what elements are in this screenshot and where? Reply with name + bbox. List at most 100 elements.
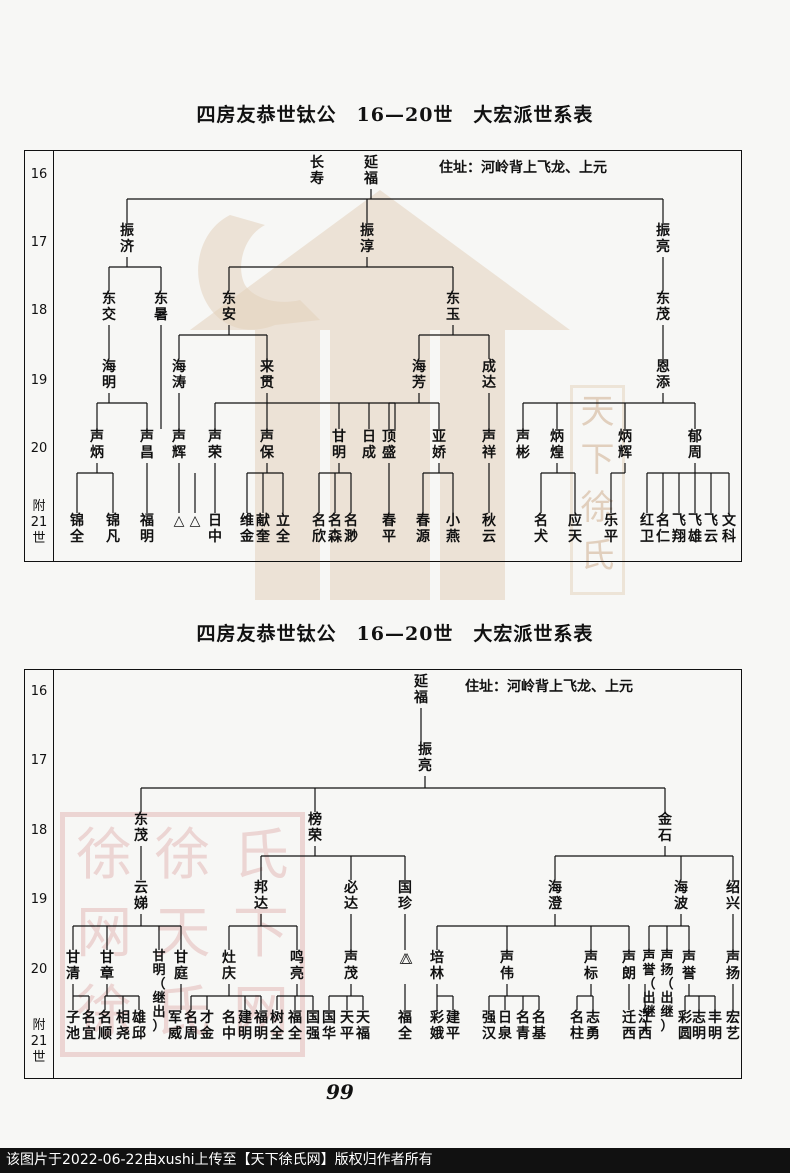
- person-g20-10: 声伟: [500, 950, 514, 982]
- address-label: 住址：河岭背上飞龙、上元: [465, 679, 633, 695]
- person-g21-2: 福明: [140, 513, 154, 545]
- person-g21-5: 日中: [208, 513, 222, 545]
- person-g21-14: 国华: [322, 1010, 336, 1042]
- person-g21-15: 秋云: [482, 513, 496, 545]
- person-g18-0: 东茂: [134, 812, 148, 844]
- person-g20-14: 声扬（出继）: [660, 949, 674, 1034]
- page-number: 99: [326, 1080, 354, 1104]
- person-g16-0: 延福: [414, 674, 428, 706]
- person-g21-10: 福明: [254, 1010, 268, 1042]
- generation-label: 20: [30, 962, 48, 977]
- person-g20-15: 声誉: [682, 950, 696, 982]
- person-g19-3: 国珍: [398, 880, 412, 912]
- person-g21-27: 江西: [638, 1010, 652, 1042]
- person-g21-19: 红卫: [640, 513, 654, 545]
- generation-label: 16: [30, 684, 48, 699]
- person-g21-17: 应天: [568, 513, 582, 545]
- person-g20-4: 声保: [260, 429, 274, 461]
- person-g21-31: 宏艺: [726, 1010, 740, 1042]
- person-g21-22: 飞雄: [688, 513, 702, 545]
- person-g18-2: 东安: [222, 291, 236, 323]
- person-g20-8: △: [401, 950, 413, 966]
- person-g21-1: 锦凡: [106, 513, 120, 545]
- address-label: 住址：河岭背上飞龙、上元: [439, 160, 607, 176]
- person-g19-3: 海芳: [412, 359, 426, 391]
- person-g20-10: 声彬: [516, 429, 530, 461]
- person-g19-4: 海澄: [548, 880, 562, 912]
- person-g17-0: 振济: [120, 223, 134, 255]
- person-g19-2: 必达: [344, 880, 358, 912]
- person-g20-16: 声扬: [726, 950, 740, 982]
- person-g21-19: 建平: [446, 1010, 460, 1042]
- generation-label: 19: [30, 373, 48, 388]
- person-g21-2: 名顺: [98, 1010, 112, 1042]
- person-g21-24: 文科: [722, 513, 736, 545]
- person-g20-5: 鸣亮: [290, 950, 304, 982]
- person-g21-13: 春源: [416, 513, 430, 545]
- person-g19-6: 绍兴: [726, 880, 740, 912]
- person-g19-5: 恩添: [656, 359, 670, 391]
- person-g20-1: 甘章: [100, 950, 114, 982]
- person-g20-8: 亚娇: [432, 429, 446, 461]
- person-g20-9: 声祥: [482, 429, 496, 461]
- person-g21-18: 乐平: [604, 513, 618, 545]
- person-g21-0: 锦全: [70, 513, 84, 545]
- upload-footer: 该图片于2022-06-22由xushi上传至【天下徐氏网】版权归作者所有: [0, 1148, 790, 1173]
- person-g21-21: 飞翔: [672, 513, 686, 545]
- person-g21-28: 彩圆: [678, 1010, 692, 1042]
- person-g21-21: 日泉: [498, 1010, 512, 1042]
- person-g20-3: 声荣: [208, 429, 222, 461]
- person-g18-4: 东茂: [656, 291, 670, 323]
- person-g19-0: 云娣: [134, 880, 148, 912]
- person-g20-11: 炳煌: [550, 429, 564, 461]
- person-g20-9: 培林: [430, 950, 444, 982]
- person-g18-2: 金石: [658, 812, 672, 844]
- person-g21-14: 小燕: [446, 513, 460, 545]
- person-g21-30: 丰明: [708, 1010, 722, 1042]
- person-g20-11: 声标: [584, 950, 598, 982]
- person-g20-4: 灶庆: [222, 950, 236, 982]
- person-g21-0: 子池: [66, 1010, 80, 1042]
- person-g21-15: 天平: [340, 1010, 354, 1042]
- generation-label: 17: [30, 235, 48, 250]
- generation-label: 18: [30, 303, 48, 318]
- table-title: 四房友恭世钛公 16—20世 大宏派世系表: [196, 623, 594, 645]
- generation-label: 19: [30, 892, 48, 907]
- person-g20-5: 甘明: [332, 429, 346, 461]
- generation-label: 20: [30, 441, 48, 456]
- person-g20-13: 郁周: [688, 429, 702, 461]
- person-g21-3: 相尧: [116, 1010, 130, 1042]
- person-g18-1: 东暑: [154, 291, 168, 323]
- person-g20-0: 甘清: [66, 950, 80, 982]
- person-g17-1: 振淳: [360, 223, 374, 255]
- person-g20-12: 炳辉: [618, 429, 632, 461]
- person-g16-1: 延福: [364, 155, 378, 187]
- person-g18-0: 东交: [102, 291, 116, 323]
- person-g16-0: 长寿: [310, 155, 324, 187]
- person-g21-22: 名青: [516, 1010, 530, 1042]
- person-g20-7: △: [399, 950, 411, 966]
- person-g20-2: 声辉: [172, 429, 186, 461]
- person-g21-1: 名宜: [82, 1010, 96, 1042]
- person-g17-0: 振亮: [418, 742, 432, 774]
- person-g21-8: 立全: [276, 513, 290, 545]
- lineage-lines: [76, 189, 730, 513]
- person-g19-4: 成达: [482, 359, 496, 391]
- person-g21-29: 志明: [692, 1010, 706, 1042]
- person-g21-7: 才金: [200, 1010, 214, 1042]
- person-g21-4: 雄邱: [132, 1010, 146, 1042]
- person-g21-6: 名周: [184, 1010, 198, 1042]
- generation-label: 17: [30, 753, 48, 768]
- person-g19-2: 来贯: [260, 359, 274, 391]
- person-g19-1: 邦达: [254, 880, 268, 912]
- person-g21-20: 名仁: [656, 513, 670, 545]
- person-g20-6: 声茂: [344, 950, 358, 982]
- person-g19-5: 海波: [674, 880, 688, 912]
- person-g21-24: 名柱: [570, 1010, 584, 1042]
- person-g20-1: 声昌: [140, 429, 154, 461]
- person-g21-4: △: [189, 513, 201, 529]
- person-g21-11: 名渺: [344, 513, 358, 545]
- person-g21-23: 名基: [532, 1010, 546, 1042]
